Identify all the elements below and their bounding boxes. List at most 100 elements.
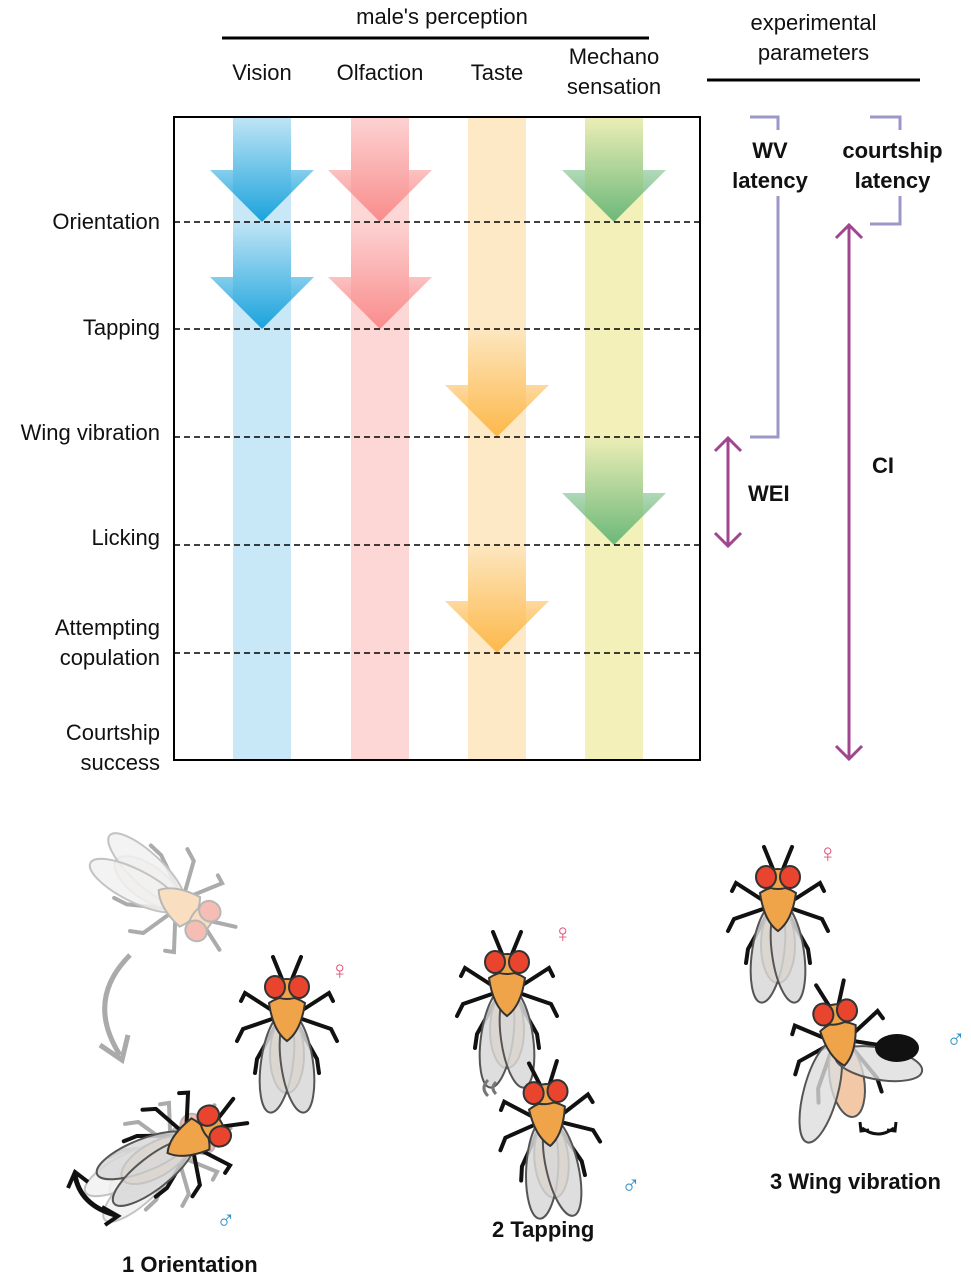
fly-leg — [163, 916, 178, 955]
fly-leg — [300, 1017, 339, 1043]
turn-arrow-icon — [102, 953, 132, 1057]
fly-icon — [235, 955, 339, 1114]
fly-leg — [559, 1091, 595, 1117]
sense-label-olfaction: Olfaction — [336, 60, 424, 85]
sense-arrow — [328, 117, 432, 222]
fly-leg — [183, 847, 196, 893]
fly-leg — [178, 1162, 191, 1208]
stage-orientation: Orientation — [52, 209, 160, 234]
sense-arrow — [562, 437, 666, 545]
courtship-latency-bracket — [870, 115, 902, 226]
fly-leg — [198, 1148, 233, 1175]
fly-leg — [520, 992, 559, 1018]
sense-column-band — [468, 117, 526, 760]
fly-eye — [835, 998, 858, 1023]
ci-double-arrow-head-top — [834, 222, 864, 240]
fly-eye — [522, 1081, 545, 1106]
fly-leg — [455, 992, 494, 1018]
turn-arrow-head-icon — [98, 1034, 131, 1065]
fly-leg — [177, 1090, 191, 1128]
fly-eye — [508, 950, 530, 974]
fly-icon — [790, 978, 924, 1144]
vibration-arrow-heads-icon — [858, 1121, 898, 1133]
sense-arrow — [328, 222, 432, 329]
stage-licking: Licking — [91, 525, 160, 550]
fly-eye — [264, 975, 286, 999]
tapping-motion-icon — [482, 1078, 498, 1098]
sense-label-mechano-2: sensation — [566, 74, 662, 99]
fly-head — [187, 903, 216, 936]
fly-thorax — [157, 887, 202, 928]
sense-arrow — [445, 329, 549, 437]
female-symbol-1: ♀ — [330, 955, 350, 985]
fly-leg — [498, 1123, 536, 1153]
fly-icon — [95, 1090, 250, 1207]
wei-label: WEI — [748, 481, 790, 506]
diagram-frame — [173, 116, 701, 761]
fly-leg — [730, 880, 766, 903]
parameters-title-line1: experimental — [750, 10, 877, 35]
perception-title: male's perception — [356, 4, 528, 29]
male-symbol-2: ♂ — [621, 1170, 641, 1200]
fly-leg — [498, 1098, 536, 1120]
fly-leg — [793, 1044, 828, 1077]
fly-eye — [755, 865, 777, 889]
fly-antenna — [491, 930, 523, 956]
fly-leg — [239, 990, 275, 1013]
stage-attempting-1: Attempting — [54, 615, 160, 640]
fly-leg — [519, 965, 555, 988]
fly-antenna — [271, 955, 303, 981]
ci-double-arrow-head-bottom — [834, 744, 864, 762]
sense-arrow — [210, 222, 314, 329]
wv-latency-1: WV — [752, 138, 788, 163]
fly-eye — [484, 950, 506, 974]
fly-eye — [546, 1079, 569, 1104]
wv-latency-bracket — [750, 115, 780, 439]
fly-leg — [851, 1008, 885, 1036]
stage-attempting-2: copulation — [59, 645, 160, 670]
fly-eye — [208, 1125, 233, 1148]
fly-leg — [726, 907, 765, 933]
fly-antenna — [814, 978, 846, 1008]
sense-label-taste: Taste — [470, 60, 524, 85]
fly-eye — [196, 1104, 221, 1127]
vibrating-wing-icon — [875, 1034, 919, 1062]
fly-eye — [198, 899, 222, 923]
fly-wing — [107, 832, 186, 907]
female-symbol-2: ♀ — [553, 918, 573, 948]
wei-double-arrow-head-bottom — [713, 531, 743, 549]
fly-antenna — [526, 1059, 559, 1087]
wei-double-arrow-head-top — [713, 435, 743, 453]
fly-eye — [779, 865, 801, 889]
ci-label: CI — [872, 453, 894, 478]
fly-eye — [288, 975, 310, 999]
female-symbol-3: ♀ — [818, 838, 838, 868]
fly-leg — [790, 880, 826, 903]
sense-arrow — [445, 545, 549, 653]
stage-wing-vibration: Wing vibration — [20, 420, 160, 445]
parameters-title-line2: parameters — [757, 40, 870, 65]
sense-label-mechano-1: Mechano — [568, 44, 660, 69]
sense-label-vision: Vision — [232, 60, 292, 85]
fly-eye — [184, 919, 208, 943]
male-symbol-1: ♂ — [216, 1205, 236, 1235]
fly-leg — [190, 1152, 202, 1199]
sense-arrow — [210, 117, 314, 222]
fly-leg — [299, 990, 335, 1013]
fly-leg — [561, 1120, 603, 1144]
stage-success-2: success — [80, 750, 160, 775]
fly-antenna — [216, 1096, 250, 1129]
courtship-latency-1: courtship — [842, 138, 943, 163]
fly-antenna — [204, 919, 238, 952]
fly-icon — [88, 832, 238, 955]
fly-leg — [140, 1106, 182, 1132]
courtship-latency-2: latency — [854, 168, 931, 193]
fly-icon — [498, 1059, 603, 1220]
fly-leg — [158, 1100, 173, 1139]
fly-leg — [128, 912, 171, 936]
male-symbol-3: ♂ — [946, 1024, 966, 1054]
caption-tapping: 2 Tapping — [492, 1217, 595, 1242]
fly-icon — [455, 930, 559, 1089]
fly-leg — [791, 907, 830, 933]
